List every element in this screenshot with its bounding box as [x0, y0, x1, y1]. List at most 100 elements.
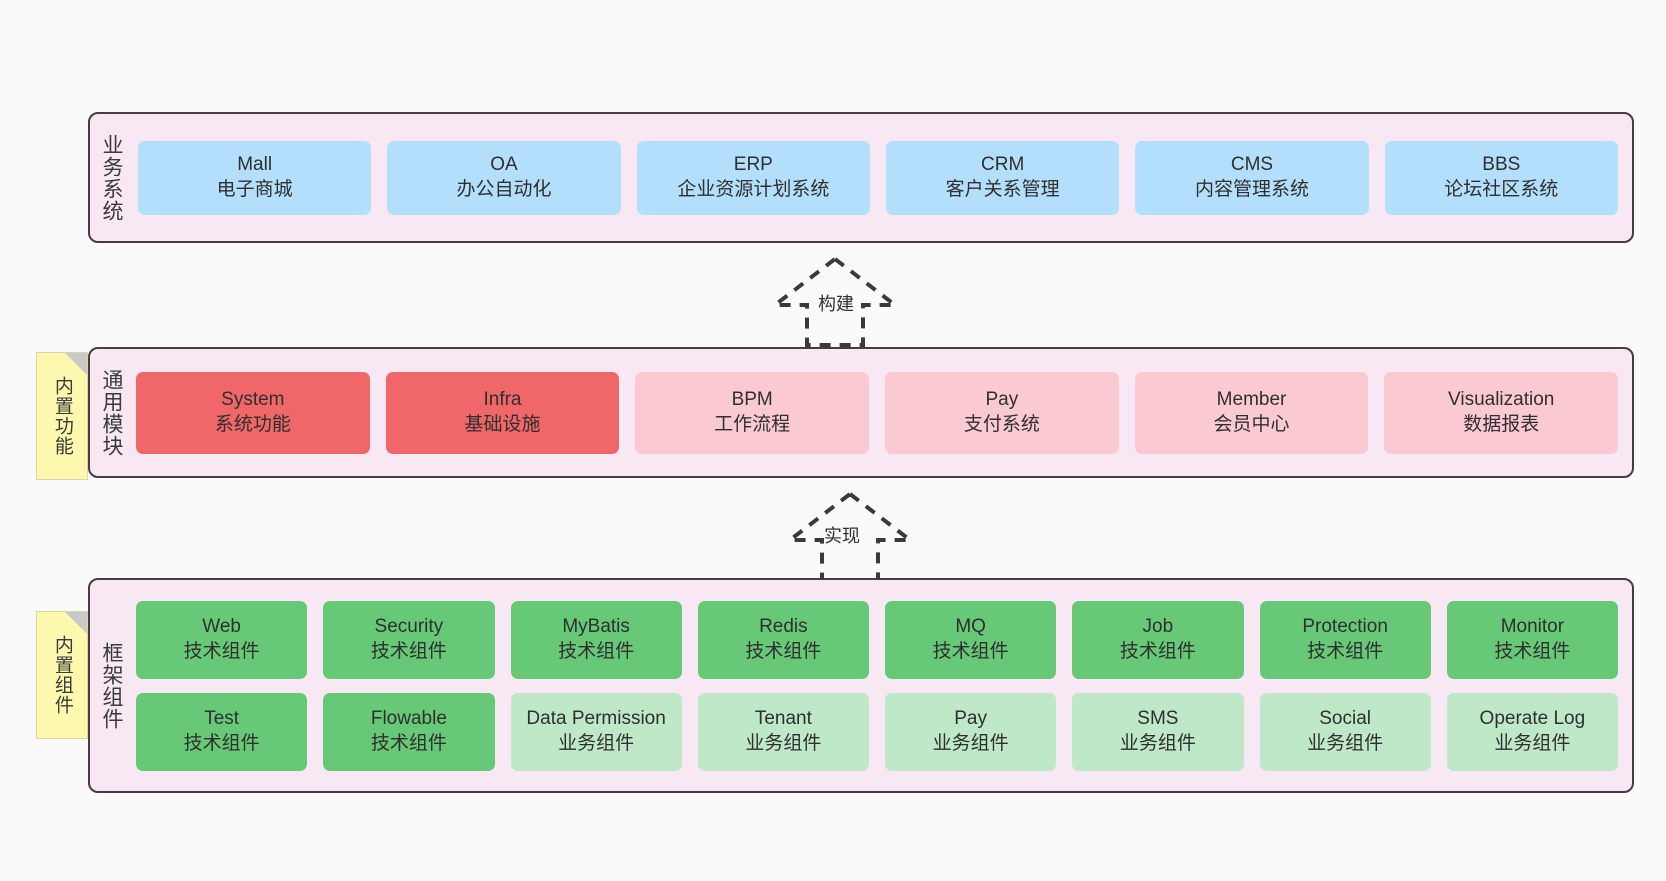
card-bpm[interactable]: BPM 工作流程 — [635, 371, 870, 454]
card-sms[interactable]: SMS 业务组件 — [1072, 692, 1244, 771]
card-flowable[interactable]: Flowable 技术组件 — [323, 692, 495, 771]
card-pay[interactable]: Pay 支付系统 — [885, 371, 1119, 454]
dashed-hollow-arrow-up-icon — [784, 491, 916, 582]
card-operate-log[interactable]: Operate Log 业务组件 — [1446, 692, 1618, 771]
card-title: MyBatis — [562, 616, 630, 638]
card-subtitle: 企业资源计划系统 — [677, 178, 830, 200]
layer-title-business: 业务系统 — [99, 133, 123, 222]
note-fold-corner-icon — [65, 353, 87, 375]
card-subtitle: 技术组件 — [183, 640, 260, 662]
card-oa[interactable]: OA 办公自动化 — [387, 140, 621, 215]
layer-business-systems[interactable]: 业务系统 Mall 电子商城 OA 办公自动化 ERP 企业资源计划系统 CRM… — [88, 112, 1634, 243]
card-subtitle: 业务组件 — [932, 732, 1009, 754]
card-protection[interactable]: Protection 技术组件 — [1259, 600, 1431, 679]
card-subtitle: 论坛社区系统 — [1444, 178, 1559, 200]
connector-implement-arrow — [775, 490, 925, 582]
card-mybatis[interactable]: MyBatis 技术组件 — [510, 600, 682, 679]
card-subtitle: 业务组件 — [1307, 732, 1384, 754]
card-subtitle: 系统功能 — [214, 413, 291, 435]
card-subtitle: 技术组件 — [1494, 640, 1571, 662]
layer-title-framework: 框架组件 — [99, 641, 123, 730]
layer-body-business: Mall 电子商城 OA 办公自动化 ERP 企业资源计划系统 CRM 客户关系… — [132, 114, 1632, 241]
card-title: Operate Log — [1479, 708, 1586, 730]
card-tenant[interactable]: Tenant 业务组件 — [697, 692, 869, 771]
card-row: Web 技术组件 Security 技术组件 MyBatis 技术组件 Redi… — [136, 600, 1618, 679]
card-member[interactable]: Member 会员中心 — [1134, 371, 1369, 454]
card-title: Protection — [1302, 616, 1388, 638]
card-subtitle: 电子商城 — [216, 178, 293, 200]
card-subtitle: 业务组件 — [1119, 732, 1196, 754]
card-subtitle: 技术组件 — [745, 640, 822, 662]
card-title: Monitor — [1500, 616, 1565, 638]
card-job[interactable]: Job 技术组件 — [1072, 600, 1244, 679]
card-redis[interactable]: Redis 技术组件 — [697, 600, 869, 679]
card-data-permission[interactable]: Data Permission 业务组件 — [510, 692, 682, 771]
card-subtitle: 业务组件 — [745, 732, 822, 754]
card-title: Test — [204, 708, 240, 730]
card-subtitle: 会员中心 — [1213, 413, 1290, 435]
layer-body-common: System 系统功能 Infra 基础设施 BPM 工作流程 Pay 支付系统… — [132, 349, 1632, 476]
card-title: Flowable — [370, 708, 447, 730]
card-title: Data Permission — [526, 708, 666, 730]
card-monitor[interactable]: Monitor 技术组件 — [1446, 600, 1618, 679]
card-subtitle: 技术组件 — [370, 640, 447, 662]
card-title: Security — [374, 616, 444, 638]
note-label: 内置组件 — [51, 635, 73, 715]
card-subtitle: 数据报表 — [1463, 413, 1540, 435]
card-subtitle: 业务组件 — [1494, 732, 1571, 754]
card-social[interactable]: Social 业务组件 — [1259, 692, 1431, 771]
card-title: ERP — [733, 154, 773, 176]
connector-build-label: 构建 — [818, 294, 854, 314]
card-subtitle: 业务组件 — [558, 732, 635, 754]
card-subtitle: 技术组件 — [558, 640, 635, 662]
card-subtitle: 技术组件 — [1307, 640, 1384, 662]
card-mq[interactable]: MQ 技术组件 — [885, 600, 1057, 679]
card-row: Mall 电子商城 OA 办公自动化 ERP 企业资源计划系统 CRM 客户关系… — [138, 140, 1618, 215]
layer-common-modules[interactable]: 通用模块 System 系统功能 Infra 基础设施 BPM 工作流程 Pay… — [88, 347, 1634, 478]
card-bbs[interactable]: BBS 论坛社区系统 — [1384, 140, 1618, 215]
card-title: SMS — [1137, 708, 1179, 730]
card-subtitle: 客户关系管理 — [945, 178, 1060, 200]
card-subtitle: 支付系统 — [963, 413, 1040, 435]
card-mall[interactable]: Mall 电子商城 — [138, 140, 372, 215]
note-label: 内置功能 — [51, 376, 73, 456]
note-builtin-functions[interactable]: 内置功能 — [36, 352, 88, 480]
card-pay-biz[interactable]: Pay 业务组件 — [885, 692, 1057, 771]
card-title: Infra — [483, 389, 522, 411]
dashed-hollow-arrow-up-icon — [769, 256, 901, 347]
card-visualization[interactable]: Visualization 数据报表 — [1384, 371, 1619, 454]
card-title: CRM — [981, 154, 1025, 176]
card-subtitle: 技术组件 — [183, 732, 260, 754]
layer-title-common: 通用模块 — [99, 368, 123, 457]
card-title: BPM — [731, 389, 773, 411]
card-title: Visualization — [1448, 389, 1555, 411]
card-title: Job — [1142, 616, 1174, 638]
card-title: Web — [202, 616, 241, 638]
card-title: CMS — [1230, 154, 1274, 176]
card-subtitle: 工作流程 — [714, 413, 791, 435]
card-security[interactable]: Security 技术组件 — [323, 600, 495, 679]
connector-build-arrow — [760, 255, 910, 347]
card-erp[interactable]: ERP 企业资源计划系统 — [636, 140, 870, 215]
card-title: MQ — [955, 616, 986, 638]
card-test[interactable]: Test 技术组件 — [136, 692, 308, 771]
card-title: Redis — [759, 616, 808, 638]
card-title: System — [221, 389, 285, 411]
card-title: BBS — [1482, 154, 1521, 176]
note-fold-corner-icon — [65, 612, 87, 634]
card-title: Member — [1216, 389, 1287, 411]
card-cms[interactable]: CMS 内容管理系统 — [1135, 140, 1369, 215]
card-web[interactable]: Web 技术组件 — [136, 600, 308, 679]
card-crm[interactable]: CRM 客户关系管理 — [885, 140, 1120, 215]
note-builtin-components[interactable]: 内置组件 — [36, 611, 88, 739]
card-system[interactable]: System 系统功能 — [136, 371, 370, 454]
connector-implement-label: 实现 — [824, 526, 860, 546]
layer-framework-components[interactable]: 框架组件 Web 技术组件 Security 技术组件 MyBatis 技术组件… — [88, 578, 1634, 793]
card-subtitle: 基础设施 — [464, 413, 541, 435]
card-row: System 系统功能 Infra 基础设施 BPM 工作流程 Pay 支付系统… — [136, 371, 1619, 454]
card-infra[interactable]: Infra 基础设施 — [385, 371, 620, 454]
card-title: Mall — [237, 154, 273, 176]
card-subtitle: 内容管理系统 — [1194, 178, 1309, 200]
card-subtitle: 技术组件 — [932, 640, 1009, 662]
